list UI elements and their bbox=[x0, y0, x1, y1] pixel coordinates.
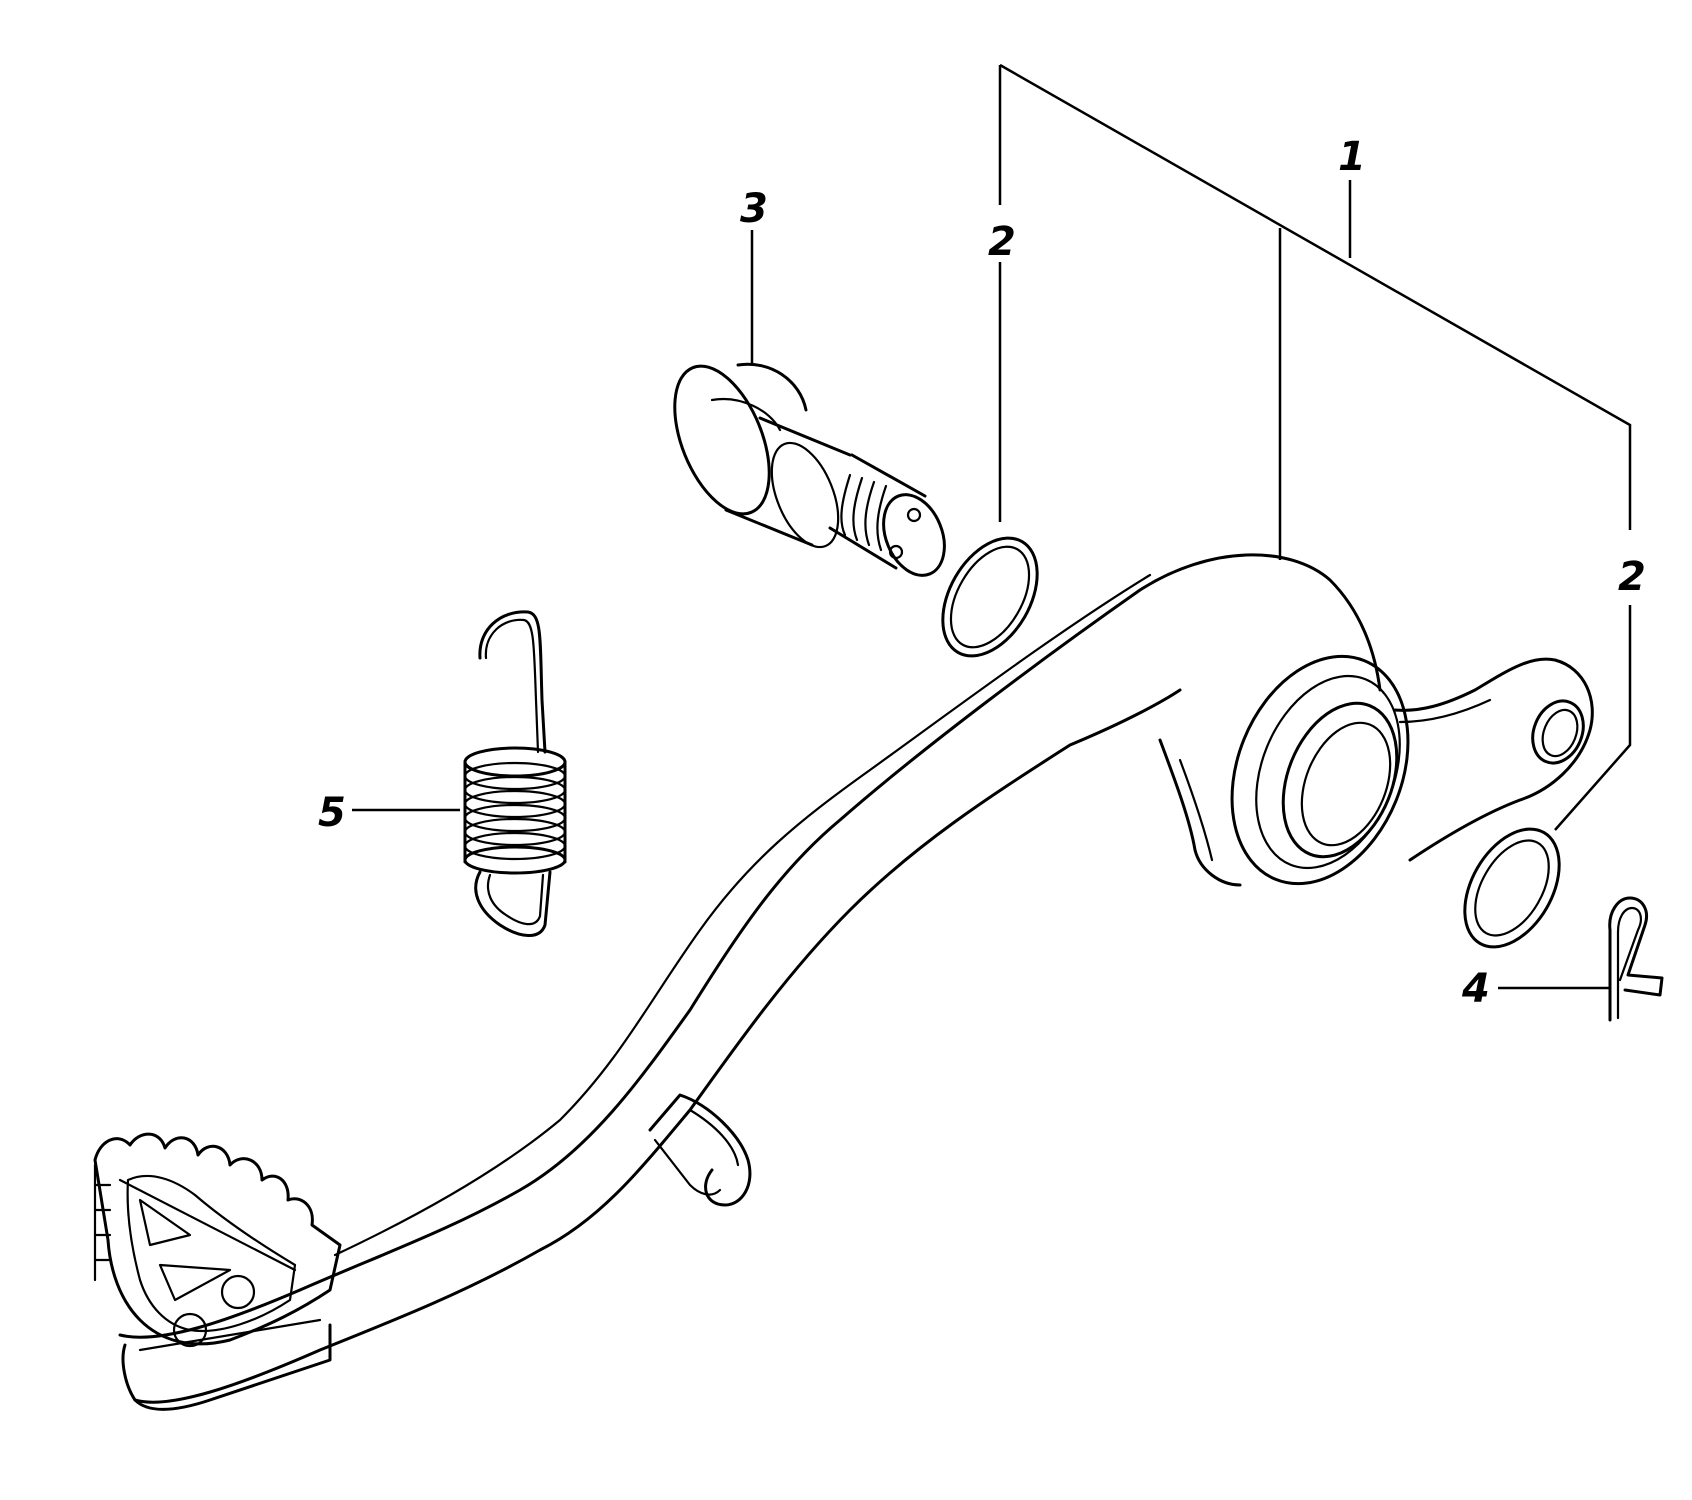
o-ring-right bbox=[1463, 827, 1561, 949]
callout-2b: 2 bbox=[1618, 554, 1646, 600]
bracket-1-top bbox=[999, 63, 1632, 530]
callout-2a: 2 bbox=[988, 219, 1016, 265]
callout-labels: 1 2 2 3 4 5 bbox=[318, 134, 1646, 1012]
callout-4: 4 bbox=[1461, 966, 1490, 1012]
o-ring-left bbox=[941, 536, 1039, 658]
callout-1: 1 bbox=[1338, 134, 1366, 180]
pivot-bolt bbox=[673, 362, 946, 577]
callout-5: 5 bbox=[318, 790, 346, 836]
brake-pedal bbox=[93, 553, 1594, 1411]
cotter-clip bbox=[1608, 896, 1664, 1022]
leader-2b bbox=[1554, 605, 1632, 831]
callout-3: 3 bbox=[740, 186, 768, 232]
return-spring bbox=[463, 610, 567, 937]
leader-lines bbox=[352, 63, 1632, 990]
